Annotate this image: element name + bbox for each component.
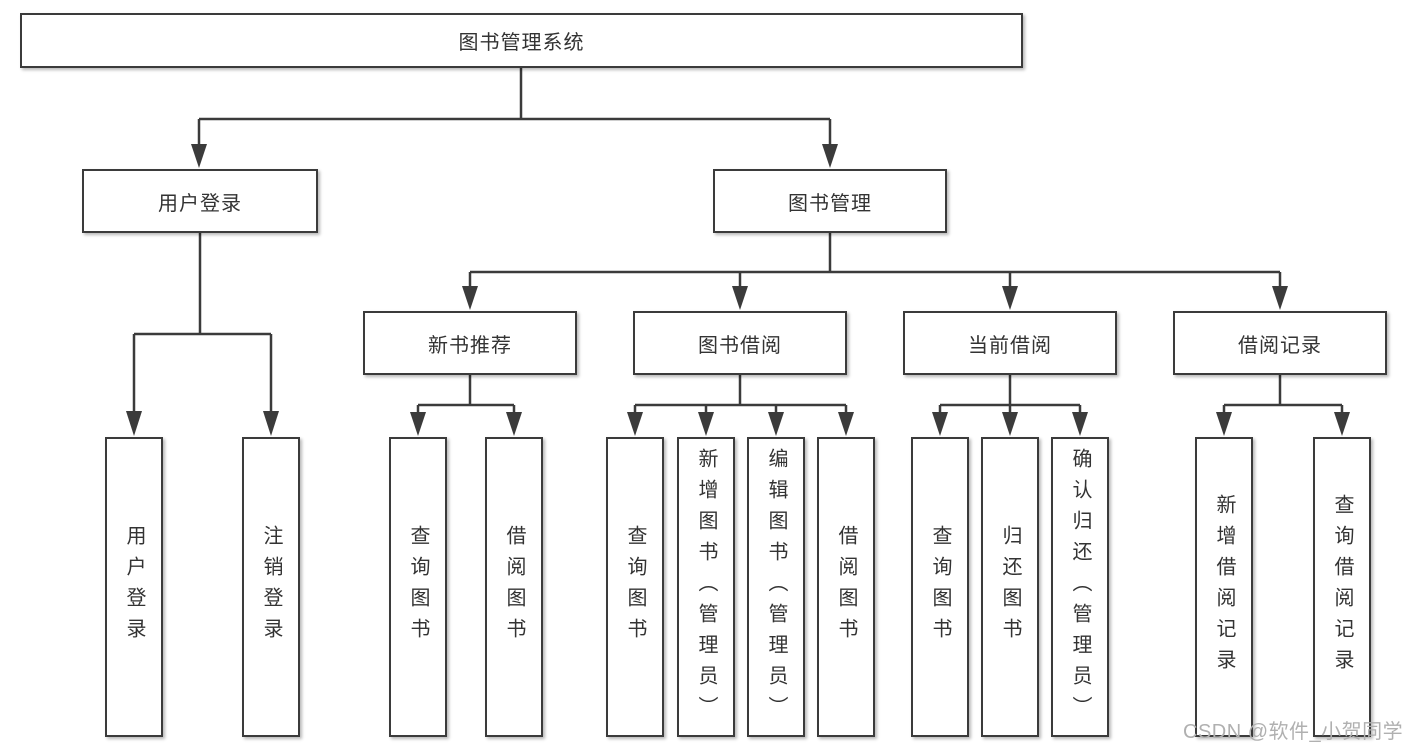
leaf-logout: 注销登录 [242,437,300,737]
node-book-borrowing: 图书借阅 [633,311,847,375]
node-user-login: 用户登录 [82,169,318,233]
leaf-confirm-return-admin: 确认归还（管理员） [1051,437,1109,737]
leaf-label: 查询图书 [624,525,646,649]
leaf-query-books-recommend: 查询图书 [389,437,447,737]
leaf-label: 归还图书 [999,525,1021,649]
leaf-add-borrow-record: 新增借阅记录 [1195,437,1253,737]
leaf-add-books-admin: 新增图书（管理员） [677,437,735,737]
node-book-management-system: 图书管理系统 [20,13,1023,68]
leaf-label: 新增借阅记录 [1213,494,1235,680]
node-book-management: 图书管理 [713,169,947,233]
node-label: 当前借阅 [968,334,1052,357]
leaf-query-books-current: 查询图书 [911,437,969,737]
node-label: 新书推荐 [428,334,512,357]
node-label: 用户登录 [158,192,242,215]
leaf-label: 确认归还（管理员） [1069,447,1091,727]
leaf-label: 查询图书 [407,525,429,649]
leaf-query-books-borrow: 查询图书 [606,437,664,737]
leaf-return-books: 归还图书 [981,437,1039,737]
leaf-borrow-books-recommend: 借阅图书 [485,437,543,737]
leaf-edit-books-admin: 编辑图书（管理员） [747,437,805,737]
leaf-label: 编辑图书（管理员） [765,447,787,727]
leaf-user-login: 用户登录 [105,437,163,737]
leaf-label: 借阅图书 [835,525,857,649]
leaf-label: 查询图书 [929,525,951,649]
leaf-label: 注销登录 [260,525,282,649]
watermark: CSDN @软件_小贺同学 [1183,721,1404,743]
leaf-borrow-books: 借阅图书 [817,437,875,737]
leaf-label: 新增图书（管理员） [695,447,717,727]
leaf-label: 查询借阅记录 [1331,494,1353,680]
node-borrowing-records: 借阅记录 [1173,311,1387,375]
leaf-label: 借阅图书 [503,525,525,649]
leaf-query-borrow-record: 查询借阅记录 [1313,437,1371,737]
node-label: 图书借阅 [698,334,782,357]
node-label: 图书管理 [788,192,872,215]
node-label: 图书管理系统 [458,32,585,54]
node-current-borrowing: 当前借阅 [903,311,1117,375]
node-label: 借阅记录 [1238,334,1322,357]
node-new-book-recommendation: 新书推荐 [363,311,577,375]
arrowhead-icons [126,144,1350,436]
leaf-label: 用户登录 [123,525,145,649]
